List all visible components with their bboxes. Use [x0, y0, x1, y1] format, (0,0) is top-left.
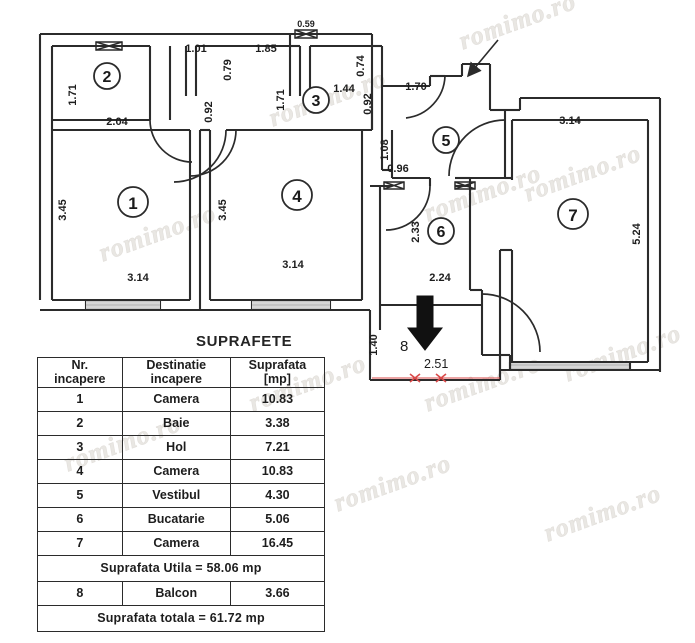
cell-nr: 4: [37, 459, 123, 484]
dim-hall-top-small: 0.59: [297, 19, 315, 29]
dim-room7-height: 5.24: [631, 222, 643, 244]
dim-vestibul-h: 0.96: [387, 163, 408, 175]
surfaces-table-wrap: Nr. incapere Destinatie incapere Suprafa…: [37, 357, 326, 632]
header-nr-line1: Nr.: [71, 358, 89, 372]
room-marker-3: 3: [302, 86, 330, 114]
header-nr-line2: incapere: [54, 371, 106, 386]
cell-nr: 1: [37, 387, 123, 412]
table-header-row: Nr. incapere Destinatie incapere Suprafa…: [37, 357, 326, 388]
room-marker-2: 2: [93, 62, 121, 90]
dim-room1-width: 3.14: [127, 272, 149, 284]
dim-room3-height: 1.71: [275, 89, 287, 110]
dim-room2-height: 1.71: [67, 84, 79, 105]
cell-area: 3.66: [229, 581, 326, 606]
header-destinatie: Destinatie incapere: [121, 357, 231, 388]
cell-dest: Camera: [121, 459, 231, 484]
cell-dest: Bucatarie: [121, 507, 231, 532]
hall-window-symbol: [294, 29, 318, 39]
header-suprafata-line2: [mp]: [263, 371, 291, 386]
kitchen-window-symbol: [383, 181, 476, 190]
cell-dest: Camera: [121, 531, 231, 556]
window-glazing: [86, 301, 630, 370]
bathroom-window-symbol: [95, 41, 123, 51]
cell-area: 7.21: [229, 435, 326, 460]
room-marker-5: 5: [432, 126, 460, 154]
cell-area: 10.83: [229, 387, 326, 412]
header-destinatie-line1: Destinatie: [146, 358, 207, 372]
cell-dest: Vestibul: [121, 483, 231, 508]
dim-room7-width: 3.14: [559, 115, 581, 127]
room-markers: 2 3 1 4 5 6 7: [93, 62, 589, 245]
dim-balcony-v: 1.40: [368, 334, 380, 355]
svg-text:2: 2: [103, 69, 112, 86]
cell-nr: 3: [37, 435, 123, 460]
cell-nr: 2: [37, 411, 123, 436]
dim-hall-w2: 0.79: [222, 59, 234, 80]
cell-area: 16.45: [229, 531, 326, 556]
cell-area: 3.38: [229, 411, 326, 436]
surfaces-table: Nr. incapere Destinatie incapere Suprafa…: [37, 357, 326, 632]
dim-room1-height: 3.45: [57, 199, 69, 220]
cell-dest: Hol: [121, 435, 231, 460]
dim-hall-left-v: 0.92: [203, 101, 215, 122]
balcony-width-dim: 2.51: [424, 357, 449, 371]
dim-hall-w1: 1.01: [185, 43, 206, 55]
svg-text:4: 4: [292, 187, 302, 206]
cell-area: 4.30: [229, 483, 326, 508]
svg-text:5: 5: [442, 133, 451, 150]
balcony-arrow: [406, 295, 444, 351]
room-marker-7: 7: [557, 198, 589, 230]
svg-text:3: 3: [312, 93, 321, 110]
dim-room6-width: 2.24: [429, 272, 451, 284]
cell-area: 5.06: [229, 507, 326, 532]
entrance-arrow: [466, 39, 499, 78]
dim-room3-width: 1.44: [333, 83, 355, 95]
room-marker-4: 4: [281, 179, 313, 211]
header-nr: Nr. incapere: [37, 357, 123, 388]
svg-text:6: 6: [437, 224, 446, 241]
cell-dest: Baie: [121, 411, 231, 436]
dim-vestibul-v: 1.08: [379, 139, 391, 160]
subtotal-label: Suprafata Utila = 58.06 mp: [37, 555, 325, 582]
total-label: Suprafata totala = 61.72 mp: [37, 605, 325, 632]
cell-dest: Balcon: [121, 581, 231, 606]
dim-room6-height: 2.33: [410, 221, 422, 242]
room-marker-1: 1: [117, 186, 149, 218]
cell-dest: Camera: [121, 387, 231, 412]
survey-marks: [372, 373, 500, 383]
room-marker-6: 6: [427, 217, 455, 245]
cell-nr: 7: [37, 531, 123, 556]
door-swing: [149, 75, 541, 353]
balcony-number-label: 8: [400, 338, 409, 355]
dim-room3-right-v: 0.92: [362, 93, 374, 114]
dim-room4-height: 3.45: [217, 199, 229, 220]
svg-text:7: 7: [568, 206, 577, 225]
dim-hall-w4: 0.74: [355, 54, 367, 76]
cell-nr: 5: [37, 483, 123, 508]
dim-entry-width: 1.70: [405, 81, 426, 93]
total-row: Suprafata totala = 61.72 mp: [37, 605, 325, 632]
cell-nr: 6: [37, 507, 123, 532]
header-destinatie-line2: incapere: [150, 371, 202, 386]
dim-room4-width: 3.14: [282, 259, 304, 271]
header-suprafata: Suprafata [mp]: [229, 357, 326, 388]
svg-text:1: 1: [128, 194, 137, 213]
dim-hall-w3: 1.85: [255, 43, 276, 55]
cell-area: 10.83: [229, 459, 326, 484]
subtotal-row: Suprafata Utila = 58.06 mp: [37, 555, 325, 582]
cell-nr: 8: [37, 581, 123, 606]
header-suprafata-line1: Suprafata: [248, 358, 307, 372]
table-title: SUPRAFETE: [196, 333, 293, 350]
dim-room2-width: 2.04: [106, 116, 128, 128]
